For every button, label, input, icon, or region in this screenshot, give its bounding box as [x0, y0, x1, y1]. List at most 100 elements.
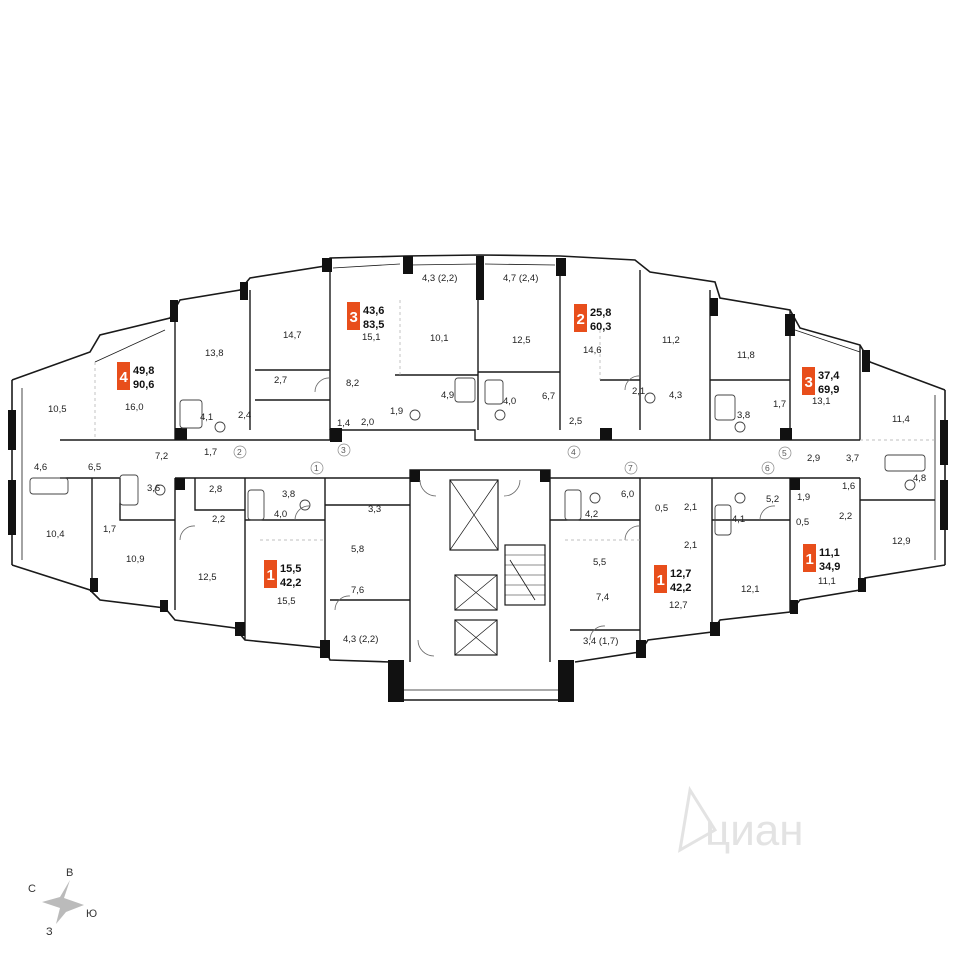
- room-area: 7,6: [351, 585, 364, 596]
- room-area: 11,4: [892, 414, 910, 425]
- room-area: 1,9: [797, 492, 810, 503]
- svg-text:12,7: 12,7: [670, 568, 691, 580]
- room-area: 3,3: [368, 504, 381, 515]
- apartment-badge-3-room-a[interactable]: 3 43,6 83,5: [347, 302, 384, 331]
- room-area: 3,7: [846, 453, 859, 464]
- compass-star-icon: [42, 880, 84, 924]
- room-area: 5,5: [593, 557, 606, 568]
- svg-text:83,5: 83,5: [363, 319, 384, 331]
- entrance-number: 6: [765, 463, 770, 473]
- svg-text:15,5: 15,5: [280, 563, 301, 575]
- room-area: 12,1: [741, 584, 760, 595]
- entrance-number: 7: [628, 463, 633, 473]
- room-area: 3,8: [282, 489, 295, 500]
- svg-text:42,2: 42,2: [670, 582, 691, 594]
- svg-text:2: 2: [577, 311, 585, 328]
- svg-text:3: 3: [350, 309, 358, 326]
- room-area: 4,1: [200, 412, 213, 423]
- room-area: 2,7: [274, 375, 287, 386]
- room-area: 2,8: [209, 484, 222, 495]
- room-area: 2,5: [569, 416, 582, 427]
- room-area: 3,6: [147, 483, 160, 494]
- room-area: 4,3 (2,2): [343, 634, 378, 645]
- room-count-box: [654, 565, 667, 593]
- room-area: 12,5: [198, 572, 217, 583]
- apartment-badge-4-room[interactable]: 4 49,8 90,6: [117, 362, 154, 391]
- watermark-logo-icon: [678, 785, 718, 853]
- room-count-box: [802, 367, 815, 395]
- room-area: 14,6: [583, 345, 602, 356]
- room-area-labels: 10,5 16,0 13,8 14,7 2,7 4,1 2,4 15,1 8,2…: [34, 273, 926, 647]
- compass: В С Ю З: [28, 867, 97, 938]
- room-area: 4,0: [274, 509, 287, 520]
- room-area: 2,1: [684, 502, 697, 513]
- svg-text:4: 4: [120, 369, 129, 386]
- room-area: 4,1: [732, 514, 745, 525]
- entrance-number: 1: [314, 463, 319, 473]
- room-area: 4,9: [441, 390, 454, 401]
- entrance-number: 5: [782, 448, 787, 458]
- svg-text:60,3: 60,3: [590, 321, 611, 333]
- room-area: 12,9: [892, 536, 911, 547]
- room-area: 5,2: [766, 494, 779, 505]
- entrance-number: 2: [237, 447, 242, 457]
- apartment-badge-1-room-b[interactable]: 1 12,7 42,2: [654, 565, 691, 594]
- room-area: 1,7: [773, 399, 786, 410]
- room-area: 7,2: [155, 451, 168, 462]
- room-area: 15,1: [362, 332, 381, 343]
- room-area: 11,1: [818, 576, 836, 587]
- apartment-badge-2-room[interactable]: 2 25,8 60,3: [574, 304, 611, 333]
- compass-east: Ю: [86, 908, 97, 920]
- compass-west: С: [28, 883, 36, 895]
- svg-text:90,6: 90,6: [133, 379, 154, 391]
- room-count-box: [347, 302, 360, 330]
- svg-text:69,9: 69,9: [818, 384, 839, 396]
- room-area: 3,8: [737, 410, 750, 421]
- elevator-core: [449, 479, 546, 656]
- door-swings: [179, 375, 776, 657]
- apartment-badge-3-room-b[interactable]: 3 37,4 69,9: [802, 367, 840, 396]
- room-area: 10,1: [430, 333, 449, 344]
- room-area: 0,5: [655, 503, 668, 514]
- room-area: 1,4: [337, 418, 350, 429]
- room-area: 12,7: [669, 600, 688, 611]
- room-count-box: [264, 560, 277, 588]
- room-area: 13,8: [205, 348, 224, 359]
- room-area: 1,7: [103, 524, 116, 535]
- room-area: 2,2: [839, 511, 852, 522]
- svg-text:11,1: 11,1: [819, 547, 840, 559]
- apartment-badge-1-room-a[interactable]: 1 15,5 42,2: [264, 560, 301, 589]
- room-area: 4,3: [669, 390, 682, 401]
- room-area: 1,6: [842, 481, 855, 492]
- watermark: циан: [678, 785, 804, 855]
- room-count-box: [803, 544, 816, 572]
- room-area: 8,2: [346, 378, 359, 389]
- room-area: 2,9: [807, 453, 820, 464]
- room-area: 2,1: [684, 540, 697, 551]
- room-area: 14,7: [283, 330, 302, 341]
- room-area: 12,5: [512, 335, 531, 346]
- room-area: 4,2: [585, 509, 598, 520]
- room-area: 0,5: [796, 517, 809, 528]
- svg-text:37,4: 37,4: [818, 370, 840, 382]
- room-area: 2,1: [632, 386, 645, 397]
- entrance-number: 4: [571, 447, 576, 457]
- room-area: 16,0: [125, 402, 144, 413]
- entrance-numbers: [233, 443, 792, 475]
- svg-text:34,9: 34,9: [819, 561, 840, 573]
- svg-text:1: 1: [267, 567, 275, 584]
- compass-south: З: [46, 926, 53, 938]
- room-area: 5,8: [351, 544, 364, 555]
- room-area: 10,5: [48, 404, 67, 415]
- apartment-badge-1-room-c[interactable]: 1 11,1 34,9: [803, 544, 840, 573]
- svg-text:3: 3: [805, 374, 813, 391]
- room-area: 10,9: [126, 554, 145, 565]
- room-count-box: [117, 362, 130, 390]
- bathroom-fixtures: [29, 377, 926, 536]
- zone-lines: [94, 300, 935, 541]
- entrance-number: 3: [341, 445, 346, 455]
- room-area: 11,2: [662, 335, 680, 346]
- room-area: 6,5: [88, 462, 101, 473]
- room-area: 4,7 (2,4): [503, 273, 538, 284]
- svg-text:49,8: 49,8: [133, 365, 154, 377]
